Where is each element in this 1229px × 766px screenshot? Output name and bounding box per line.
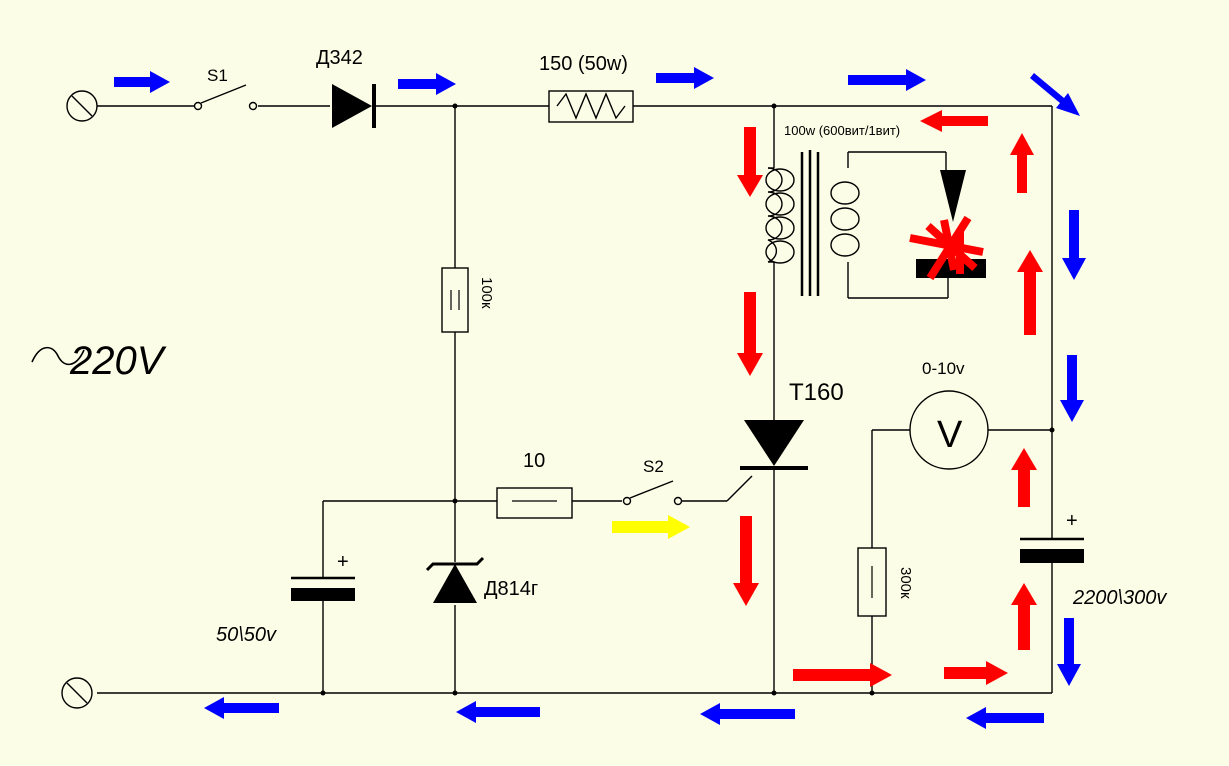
zener-d814g xyxy=(425,556,485,603)
yellow-arrows xyxy=(612,515,690,539)
capacitor-large-label: 2200\300v xyxy=(1072,587,1167,609)
capacitor-large xyxy=(1020,537,1084,563)
switch-s1 xyxy=(193,84,258,111)
resistor-300k xyxy=(857,547,887,617)
arrow-blue-8 xyxy=(1057,618,1081,686)
arrow-blue-3 xyxy=(656,67,714,89)
junction-dots xyxy=(320,103,1055,696)
resistor-10-label: 10 xyxy=(523,450,545,472)
s2-label: S2 xyxy=(643,457,664,476)
diode-d342 xyxy=(332,84,376,128)
arrow-red-6 xyxy=(737,127,763,197)
thyristor-t160 xyxy=(740,420,808,470)
terminal-bottom-icon xyxy=(61,677,93,709)
resistor-100k-label: 100к xyxy=(478,277,495,309)
transformer xyxy=(765,150,860,296)
blue-arrows xyxy=(114,67,1086,729)
arrow-blue-6 xyxy=(1062,210,1086,280)
ac-tilde-icon xyxy=(31,346,85,366)
arrow-red-2 xyxy=(1010,133,1034,193)
arrow-red-8 xyxy=(733,516,759,606)
voltmeter-symbol: V xyxy=(937,414,963,456)
arrow-yellow-1 xyxy=(612,515,690,539)
spark-icon xyxy=(909,215,984,281)
capacitor-large-plus: + xyxy=(1066,510,1078,532)
arrow-red-9 xyxy=(793,663,892,687)
diode-d342-label: Д342 xyxy=(316,47,363,69)
voltmeter xyxy=(909,390,989,470)
arrow-blue-12 xyxy=(204,697,279,719)
resistor-100k xyxy=(441,267,469,333)
resistor-150 xyxy=(548,90,634,123)
wires xyxy=(97,105,1053,694)
arrow-blue-9 xyxy=(966,707,1044,729)
arrow-red-5 xyxy=(1011,583,1037,650)
capacitor-small-label: 50\50v xyxy=(216,624,277,646)
arrow-red-7 xyxy=(737,292,763,376)
arrow-blue-11 xyxy=(456,701,540,723)
resistor-300k-label: 300к xyxy=(897,567,914,599)
arrow-blue-2 xyxy=(398,73,456,95)
arrow-blue-4 xyxy=(848,69,926,91)
arrow-red-3 xyxy=(1017,250,1043,335)
capacitor-small xyxy=(291,576,355,601)
arrow-blue-10 xyxy=(700,703,795,725)
terminal-top-icon xyxy=(66,90,98,122)
zener-label: Д814г xyxy=(484,578,538,600)
s1-label: S1 xyxy=(207,66,228,85)
transformer-label: 100w (600вит/1вит) xyxy=(784,123,900,138)
red-arrows xyxy=(733,110,1043,687)
arrow-red-1 xyxy=(920,110,988,132)
arrow-blue-5 xyxy=(1030,73,1080,116)
voltmeter-range-label: 0-10v xyxy=(922,359,965,378)
switch-s2 xyxy=(622,480,683,506)
arrow-blue-1 xyxy=(114,71,170,93)
capacitor-small-plus: + xyxy=(337,551,349,573)
thyristor-label: T160 xyxy=(789,379,844,406)
arrow-red-4 xyxy=(1011,448,1037,507)
resistor-10 xyxy=(496,487,573,519)
arrow-blue-7 xyxy=(1060,355,1084,422)
supply-voltage-label: 220V xyxy=(69,339,167,383)
arrow-red-10 xyxy=(944,661,1008,685)
resistor-150-label: 150 (50w) xyxy=(539,53,628,75)
